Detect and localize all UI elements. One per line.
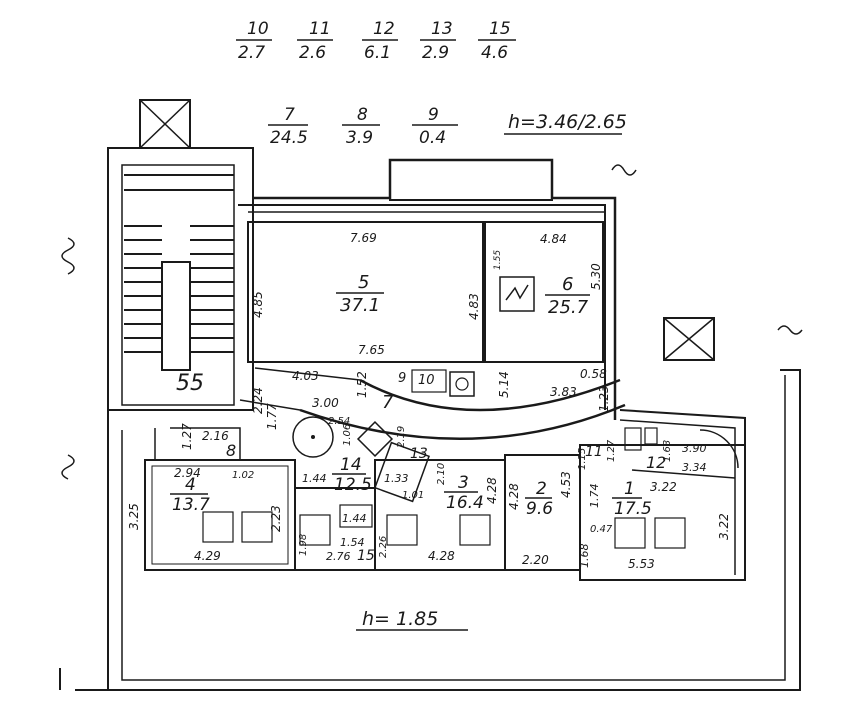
- dim-0-47: 0.47: [590, 524, 613, 535]
- room-4-area: 13.7: [172, 495, 210, 515]
- dim-4-29: 4.29: [194, 549, 221, 563]
- room-13-label: 13: [410, 446, 428, 462]
- dim-7-65: 7.65: [358, 343, 385, 357]
- dimension-labels: 7.69 4.84 7.65 4.85 4.83 5.30 1.55 4.03 …: [127, 231, 731, 571]
- dim-1-02: 1.02: [232, 470, 254, 481]
- room-3-area: 16.4: [446, 493, 484, 513]
- dim-3-22: 3.22: [717, 513, 731, 540]
- dim-1-52: 1.52: [355, 371, 369, 398]
- dim-1-44-a: 1.44: [302, 472, 327, 485]
- room-3-id: 3: [458, 473, 469, 493]
- fraction-13-value: 2.9: [422, 43, 449, 63]
- dim-1-98: 1.98: [298, 534, 309, 556]
- dim-2-10: 2.10: [436, 463, 447, 485]
- room-9-label: 9: [398, 371, 406, 386]
- room-10-label: 10: [418, 373, 435, 388]
- dim-2-94: 2.94: [174, 466, 201, 480]
- room-4-id: 4: [185, 475, 196, 495]
- dim-4-83: 4.83: [467, 293, 481, 320]
- dim-1-55: 1.55: [493, 250, 503, 270]
- fraction-10-value: 2.7: [238, 43, 265, 63]
- height-bottom-label: h= 1.85: [362, 608, 438, 630]
- dim-4-85: 4.85: [251, 291, 265, 318]
- stair-treads: [124, 174, 234, 371]
- dim-1-06: 1.06: [342, 424, 353, 446]
- fraction-15-value: 4.6: [481, 43, 508, 63]
- dim-1-68: 1.68: [578, 544, 591, 569]
- room-1-area: 17.5: [614, 499, 652, 519]
- dim-3-83: 3.83: [550, 385, 577, 399]
- dim-2-76: 2.76: [326, 550, 351, 563]
- dim-2-16: 2.16: [202, 429, 229, 443]
- dim-4-03: 4.03: [292, 369, 319, 383]
- room-2-area: 9.6: [526, 499, 553, 519]
- dim-2-54: 2.54: [328, 416, 350, 427]
- height-top-label: h=3.46/2.65: [508, 111, 627, 133]
- room-11-label: 11: [585, 444, 603, 460]
- fraction-8-value: 3.9: [346, 128, 373, 148]
- dim-4-84: 4.84: [540, 232, 567, 246]
- dim-5-14: 5.14: [497, 371, 511, 398]
- dim-1-74: 1.74: [588, 484, 601, 509]
- dim-4-53: 4.53: [559, 471, 573, 498]
- dim-2-20: 2.20: [522, 553, 549, 567]
- dim-7-69: 7.69: [350, 231, 377, 245]
- fraction-11-id: 11: [309, 19, 331, 39]
- room-6-id: 6: [562, 274, 573, 295]
- fraction-15-id: 15: [489, 19, 511, 39]
- walls: 55: [59, 99, 803, 691]
- dim-2-24: 2.24: [251, 387, 265, 414]
- room-1-id: 1: [624, 479, 635, 499]
- fraction-7-value: 24.5: [270, 128, 308, 148]
- dim-3-00: 3.00: [312, 396, 339, 410]
- fraction-9-value: 0.4: [419, 128, 446, 148]
- dim-4-28-a: 4.28: [428, 549, 455, 563]
- room-8-label: 8: [226, 441, 236, 460]
- dim-1-54: 1.54: [340, 536, 365, 549]
- room-2-id: 2: [536, 479, 547, 499]
- dim-1-23: 1.23: [597, 385, 611, 412]
- dim-2-26: 2.26: [378, 536, 389, 558]
- dim-1-01: 1.01: [402, 490, 424, 501]
- dim-1-33: 1.33: [384, 472, 409, 485]
- legend-fractions: 10 2.7 11 2.6 12 6.1 13 2.9 15 4.6 7 24.…: [236, 19, 627, 148]
- dim-1-27-b: 1.27: [606, 439, 617, 462]
- dim-1-77: 1.77: [265, 403, 279, 430]
- dim-3-22-b: 3.22: [650, 480, 677, 494]
- room-12-label: 12: [646, 453, 666, 472]
- fraction-12-id: 12: [373, 19, 395, 39]
- dim-1-63: 1.63: [662, 440, 673, 462]
- dim-3-34: 3.34: [682, 461, 707, 474]
- dim-1-27: 1.27: [180, 423, 194, 450]
- fraction-10-id: 10: [247, 19, 269, 39]
- dim-5-30: 5.30: [589, 263, 603, 290]
- dim-5-53: 5.53: [628, 557, 655, 571]
- fraction-9-id: 9: [428, 105, 439, 125]
- room-14-id: 14: [340, 455, 362, 475]
- room-5-area: 37.1: [340, 295, 380, 316]
- dim-0-58: 0.58: [580, 367, 607, 381]
- furniture-squares: [202, 504, 686, 549]
- dim-3-90: 3.90: [682, 442, 707, 455]
- fraction-13-id: 13: [431, 19, 453, 39]
- room-labels: 5 37.1 6 25.7 4 13.7 14 12.5 3 16.4 2 9.…: [170, 272, 666, 631]
- dim-1-44-b: 1.44: [342, 512, 367, 525]
- room-6-area: 25.7: [548, 297, 589, 318]
- dim-4-28-c: 4.28: [507, 483, 521, 510]
- stair-label: 55: [176, 371, 204, 396]
- fraction-8-id: 8: [357, 105, 368, 125]
- dim-3-25: 3.25: [127, 503, 141, 530]
- room-15-label: 15: [357, 548, 375, 564]
- room-7-label: 7: [382, 392, 394, 413]
- fraction-7-id: 7: [284, 105, 295, 125]
- room-5-id: 5: [358, 272, 369, 293]
- fraction-11-value: 2.6: [299, 43, 326, 63]
- dim-1-15: 1.15: [577, 448, 588, 470]
- dim-4-28-b: 4.28: [485, 477, 499, 504]
- dim-2-19: 2.19: [396, 426, 407, 448]
- room-14-area: 12.5: [334, 475, 372, 495]
- dim-2-23: 2.23: [269, 505, 283, 532]
- fraction-12-value: 6.1: [364, 43, 391, 63]
